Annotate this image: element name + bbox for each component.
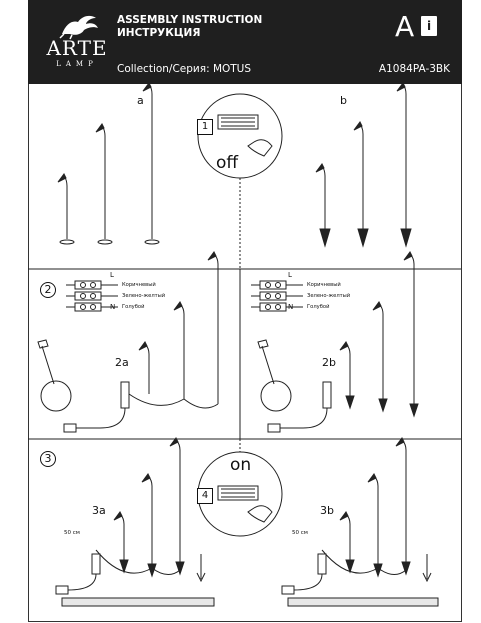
substep-2a-label: 2a: [115, 356, 129, 369]
document-title: ASSEMBLY INSTRUCTION ИНСТРУКЦИЯ: [117, 14, 262, 40]
wire-yellow-green-label-right: Зелено-желтый: [307, 293, 351, 299]
variant-a-label: a: [137, 94, 144, 107]
power-off-text: off: [216, 153, 239, 173]
down-arrow-icon: [196, 554, 206, 583]
assembly-illustration: [28, 84, 461, 607]
wiring-right: [251, 251, 419, 433]
instruction-frame: [28, 84, 462, 622]
wire-blue-label: Голубой: [122, 304, 145, 310]
model-code: A1084PA-3BK: [378, 63, 450, 75]
step-number-2: 2: [40, 282, 56, 298]
hand-switch-icon: [247, 139, 273, 157]
wiring-left: [37, 251, 219, 433]
wire-L-label-right: L: [288, 271, 292, 279]
step-number-3: 3: [40, 451, 56, 467]
logo-subtitle: LAMP: [56, 60, 98, 68]
cable-length-right: 50 см: [292, 530, 308, 536]
title-english: ASSEMBLY INSTRUCTION: [117, 14, 263, 26]
power-on-text: on: [230, 455, 252, 475]
brand-logo: ARTE LAMP: [42, 10, 112, 80]
wire-brown-label-right: Коричневый: [307, 282, 341, 288]
substep-3a-label: 3a: [92, 504, 106, 517]
step-box-4: 4: [197, 488, 213, 504]
screwdriver-icon: [37, 339, 55, 385]
griffin-logo-icon: [59, 15, 98, 40]
power-off-detail: [197, 93, 283, 269]
wire-N-label: N: [110, 303, 116, 311]
header-bar: ARTE LAMP ASSEMBLY INSTRUCTION ИНСТРУКЦИ…: [28, 0, 462, 84]
info-book-icon: i: [421, 16, 437, 36]
wire-yellow-green-label: Зелено-желтый: [122, 293, 166, 299]
substep-3b-label: 3b: [320, 504, 334, 517]
collection-label: Collection/Серия: MOTUS: [117, 63, 252, 75]
title-russian: ИНСТРУКЦИЯ: [117, 27, 201, 39]
variant-b-label: b: [340, 94, 347, 107]
corner-letter: A: [395, 10, 415, 43]
wire-N-label-right: N: [288, 303, 294, 311]
wire-L-label: L: [110, 271, 114, 279]
installation-right: [281, 437, 439, 607]
lamp-set-a: [57, 84, 160, 245]
substep-2b-label: 2b: [322, 356, 336, 369]
lamp-set-b: [315, 84, 412, 248]
cable-length-left: 50 см: [64, 530, 80, 536]
wire-blue-label-right: Голубой: [307, 304, 330, 310]
step-box-1: 1: [197, 119, 213, 135]
wire-brown-label: Коричневый: [122, 282, 156, 288]
logo-word: ARTE: [46, 36, 108, 60]
installation-left: [55, 437, 215, 607]
